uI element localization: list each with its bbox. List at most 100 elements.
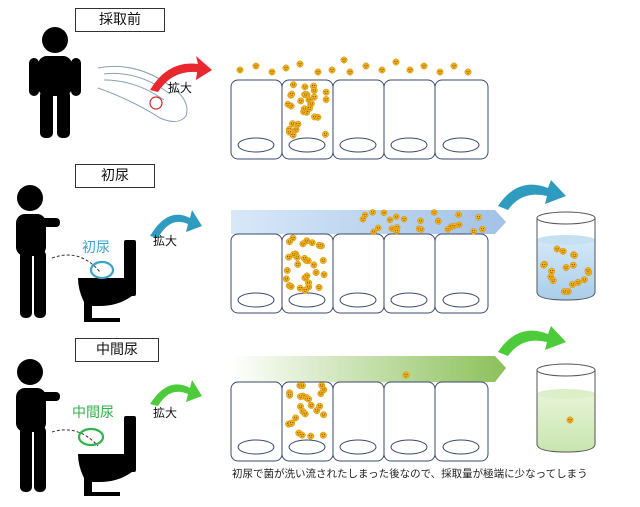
bacteria-icon xyxy=(308,239,316,247)
magnify-circle-icon-green xyxy=(77,427,105,447)
bacteria-icon xyxy=(307,432,315,440)
person-icon-standing xyxy=(29,27,81,138)
bacteria-icon xyxy=(560,287,569,296)
bacteria-icon xyxy=(292,414,300,422)
bacteria-icon xyxy=(378,66,386,74)
cup-icon-blue xyxy=(536,211,596,301)
bacteria-icon xyxy=(304,395,313,403)
bacteria-icon xyxy=(369,209,377,216)
bacteria-icon xyxy=(470,227,477,235)
bacteria-icon xyxy=(417,217,424,225)
urethra-sketch xyxy=(97,65,188,122)
bacteria-icon xyxy=(340,56,348,64)
bacteria-icon xyxy=(236,66,244,74)
bacteria-icon xyxy=(319,256,327,265)
bacteria-icon xyxy=(301,410,309,418)
bacteria-icon xyxy=(294,260,302,268)
bacteria-icon xyxy=(455,221,463,229)
bacteria-icon xyxy=(286,391,294,399)
bacteria-icon xyxy=(574,278,582,287)
bacteria-icon xyxy=(479,225,486,233)
cell-row-3 xyxy=(230,381,489,462)
magnify-label-2: 拡大 xyxy=(153,234,178,248)
bacteria-icon xyxy=(310,113,319,121)
stream-dashes-1 xyxy=(51,254,101,273)
bacteria-icon xyxy=(312,268,320,277)
bacteria-icon xyxy=(288,120,297,128)
arrow-green-small xyxy=(150,380,202,406)
magnify-circle-icon-blue xyxy=(89,260,115,280)
bacteria-icon xyxy=(301,83,309,91)
bacteria-icon xyxy=(321,130,330,138)
bacteria-icon xyxy=(346,68,354,76)
bacteria-icon xyxy=(434,218,442,225)
cup-icon-green xyxy=(536,363,596,453)
bacteria-icon xyxy=(310,86,318,95)
bacteria-icon xyxy=(318,381,326,390)
flow-band-green xyxy=(231,356,506,382)
bacteria-icon xyxy=(304,257,312,265)
arrow-blue-big xyxy=(498,180,566,210)
bacteria-icon xyxy=(282,275,290,283)
person-icon-urinating-2 xyxy=(16,359,60,492)
bacteria-icon xyxy=(475,213,482,221)
bacteria-icon xyxy=(268,68,276,76)
bacteria-icon xyxy=(430,209,438,216)
bacteria-icon xyxy=(252,62,260,70)
bacteria-icon xyxy=(392,58,400,66)
bacteria-icon xyxy=(584,267,592,275)
cell-row-1 xyxy=(230,79,489,160)
bacteria-icon xyxy=(301,286,309,294)
bacteria-icon xyxy=(296,392,305,401)
bacteria-icon xyxy=(455,211,462,219)
bacteria-icon xyxy=(569,261,577,269)
bacteria-icon xyxy=(380,209,388,217)
bacteria-icon xyxy=(320,271,328,279)
bacteria-icon xyxy=(285,128,293,136)
bacteria-icon xyxy=(436,68,444,76)
bacteria-icon xyxy=(315,241,323,249)
bacteria-icon xyxy=(316,402,324,410)
stream-dashes-2 xyxy=(51,429,99,447)
bacteria-icon xyxy=(284,100,292,108)
bacteria-icon xyxy=(392,213,400,221)
bacteria-icon xyxy=(402,371,410,379)
bacteria-icon xyxy=(319,431,327,439)
person-icon-urinating-1 xyxy=(16,185,60,318)
bacteria-icon xyxy=(362,62,370,70)
bacteria-icon xyxy=(290,250,298,259)
bacteria-icon xyxy=(292,126,300,134)
bacteria-icon xyxy=(288,419,296,427)
bacteria-icon xyxy=(374,224,382,232)
bacteria-icon xyxy=(570,251,579,260)
bacteria-icon xyxy=(307,401,315,409)
arrow-green-big xyxy=(498,326,566,356)
bacteria-icon xyxy=(285,238,294,246)
row-title-first-urine: 初尿 xyxy=(75,164,155,188)
bacteria-icon xyxy=(298,382,306,390)
bacteria-icon xyxy=(548,267,556,275)
bacteria-icon xyxy=(464,68,472,76)
arrow-blue-small xyxy=(150,210,202,238)
flow-band-blue xyxy=(231,210,506,234)
bacteria-icon xyxy=(283,266,291,275)
bacteria-icon xyxy=(315,283,323,291)
bacteria-icon xyxy=(287,282,295,291)
bacteria-icon xyxy=(307,100,315,108)
bacteria-icon xyxy=(319,411,328,419)
bacteria-icon xyxy=(303,272,311,280)
bacteria-icon xyxy=(553,245,561,253)
magnify-label-1: 拡大 xyxy=(168,81,193,95)
bacteria-icon xyxy=(400,215,408,223)
magnify-circle-icon xyxy=(149,96,163,110)
bacteria-icon xyxy=(417,226,425,233)
cell-row-2 xyxy=(230,233,489,314)
row-title-before: 採取前 xyxy=(75,8,165,32)
caption-text: 初尿で菌が洗い流されたしまった後なので、採取量が極端に少なってしまう xyxy=(232,468,588,480)
bacteria-icon xyxy=(559,247,567,255)
bacteria-icon xyxy=(450,62,458,70)
bacteria-icon xyxy=(282,64,290,72)
bacteria-icon xyxy=(314,68,322,76)
bacteria-icon xyxy=(328,66,336,74)
